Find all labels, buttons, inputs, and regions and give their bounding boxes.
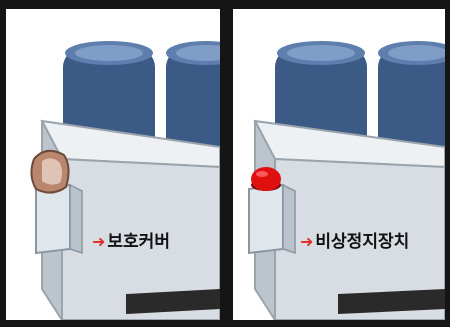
machine-illustration-right [233, 9, 445, 320]
machine-illustration-left [6, 9, 220, 320]
panel-emergency-stop: ➜비상정지장치 [233, 9, 445, 320]
arrow-right-icon: ➜ [300, 232, 313, 251]
control-box [36, 185, 82, 253]
panel-protective-cover: ➜보호커버 [6, 9, 220, 320]
arrow-right-icon: ➜ [92, 232, 105, 251]
caption-protective-cover: ➜보호커버 [92, 227, 170, 252]
emergency-stop-button [251, 167, 281, 191]
label-emergency-stop: 비상정지장치 [315, 232, 409, 252]
label-protective-cover: 보호커버 [107, 232, 170, 252]
caption-emergency-stop: ➜비상정지장치 [300, 227, 409, 252]
control-box [249, 185, 295, 253]
protective-cover [31, 151, 68, 193]
